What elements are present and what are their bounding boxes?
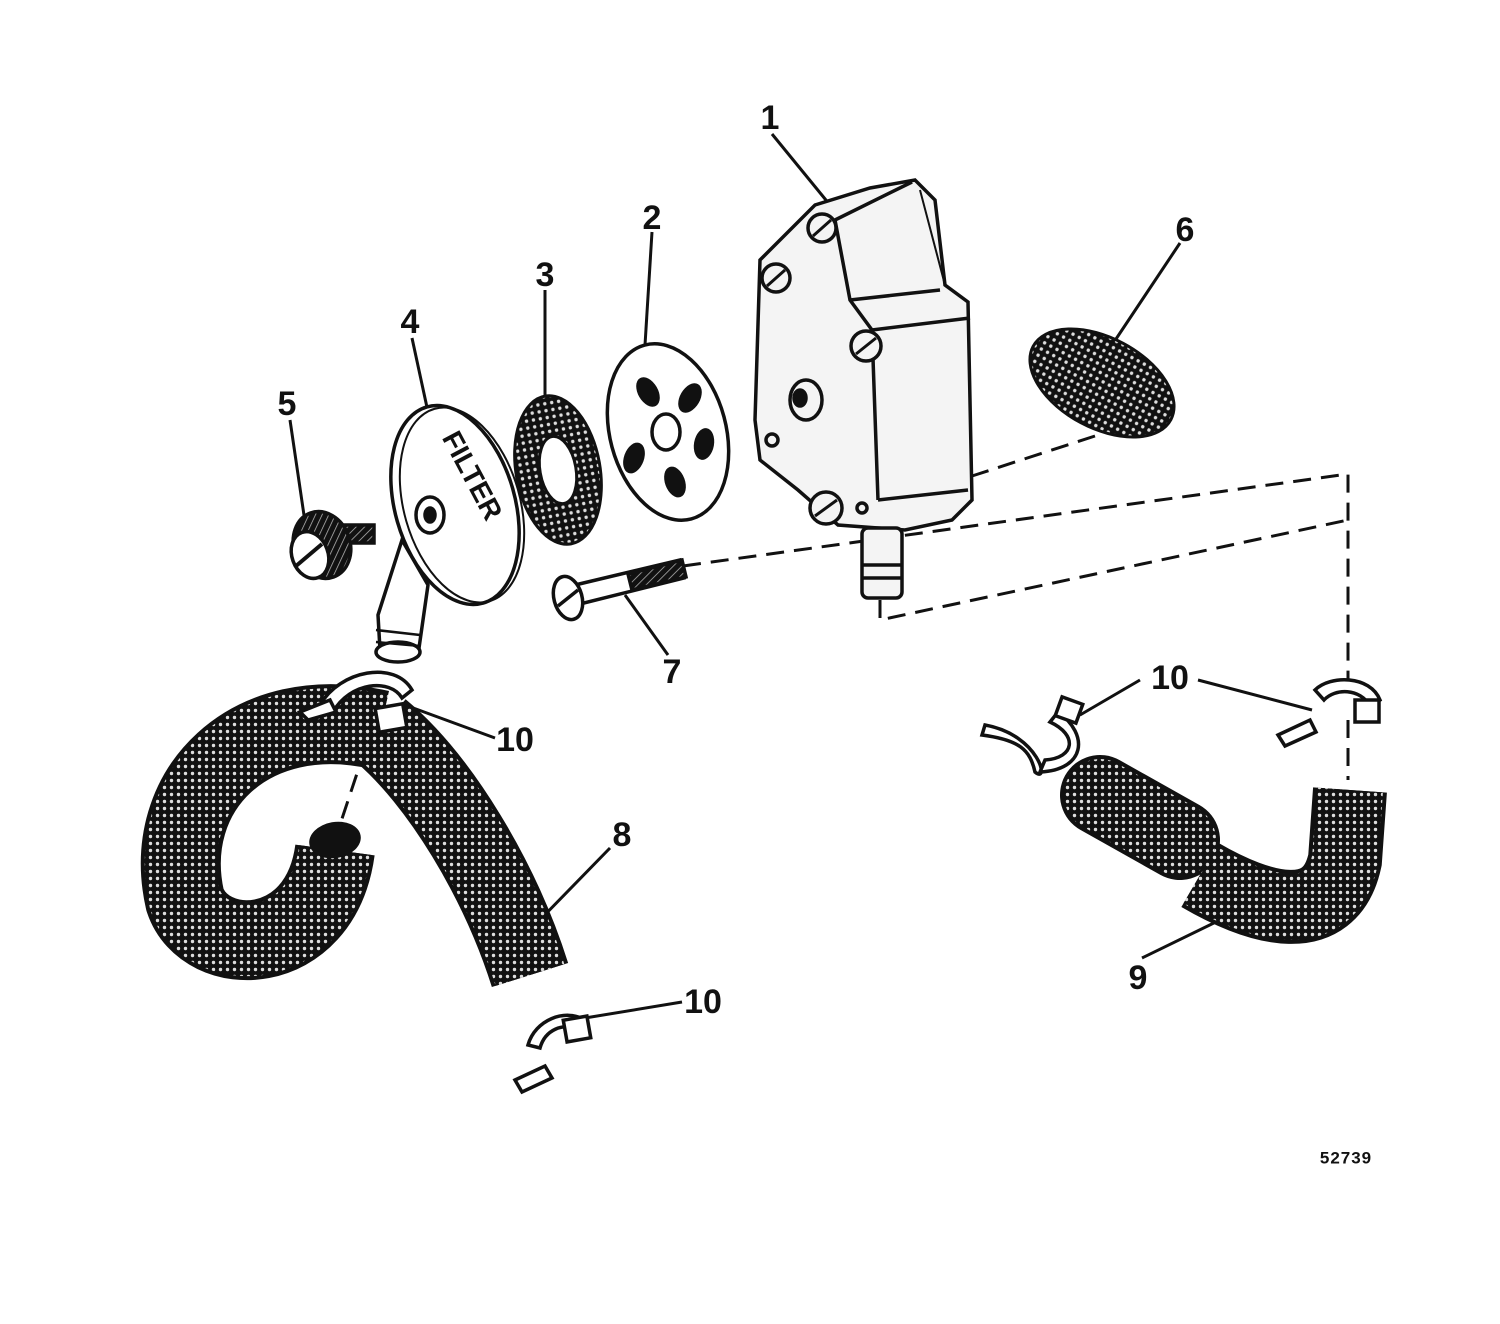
callout-6: 6: [1175, 211, 1195, 249]
figure-number: 52739: [1319, 1148, 1373, 1168]
thumb-screw: [289, 509, 376, 581]
callout-1: 1: [760, 99, 780, 137]
callout-5: 5: [277, 385, 297, 423]
screw-slots: [766, 218, 877, 518]
callout-10-right: 10: [1151, 659, 1189, 697]
filter-cover: [374, 403, 526, 664]
clamp-mid-right: [979, 694, 1085, 776]
callout-10-bottom-left: 10: [684, 983, 722, 1021]
callout-10-top-left: 10: [496, 721, 534, 759]
mounting-bolt: [551, 557, 689, 622]
fuel-pump-body: [753, 178, 974, 600]
clamp-bottom-left: [512, 1013, 593, 1095]
callout-2: 2: [642, 199, 662, 237]
hose-clamps: [296, 670, 1383, 1095]
fuel-hose-left: [140, 684, 569, 988]
pump-gasket: [1028, 327, 1176, 439]
clamp-top-left: [296, 670, 415, 735]
callout-7: 7: [662, 653, 682, 691]
callout-4: 4: [400, 303, 420, 341]
clamp-far-right: [1275, 678, 1383, 749]
callout-8: 8: [612, 816, 632, 854]
filter-screen: [513, 394, 603, 546]
leader-lines: [288, 133, 1313, 1020]
callout-3: 3: [535, 256, 555, 294]
callout-9: 9: [1128, 959, 1148, 997]
diaphragm-plate: [605, 342, 731, 522]
fuel-hose-right: [1060, 755, 1387, 944]
